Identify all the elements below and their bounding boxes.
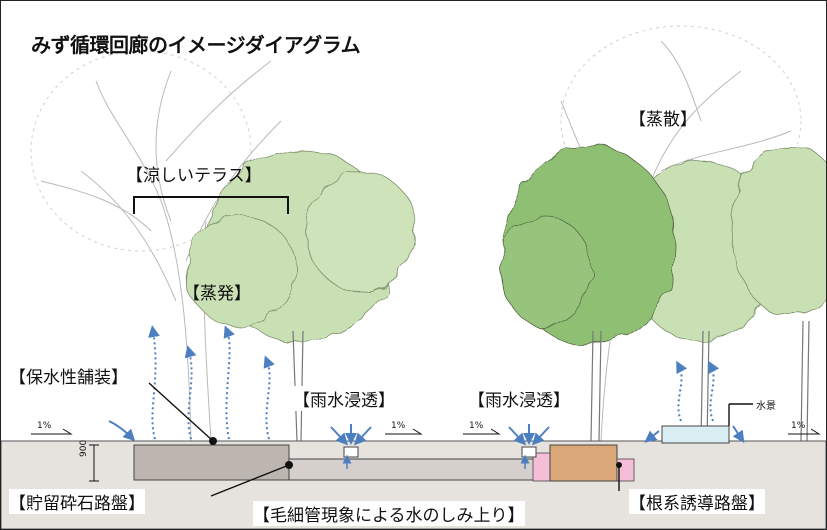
leader-lines bbox=[148, 382, 753, 497]
diagram-title: みず循環回廊のイメージダイアグラム bbox=[31, 33, 361, 57]
tree-canopy-left bbox=[185, 150, 417, 342]
root-guiding-base bbox=[549, 444, 618, 482]
terrace-bracket bbox=[133, 196, 289, 214]
tree-trunks-right bbox=[590, 320, 810, 442]
leader-dot-root bbox=[616, 462, 622, 468]
inlet-1 bbox=[343, 446, 359, 458]
label-cool-terrace: 【涼しいテラス】 bbox=[126, 166, 262, 186]
water-feature-basin bbox=[661, 425, 730, 444]
leader-dot-gravel bbox=[285, 461, 293, 469]
leader-dot-paving bbox=[209, 437, 217, 445]
label-root-guiding-base: 【根系誘導路盤】 bbox=[629, 489, 765, 514]
label-rain-infiltration-2: 【雨水浸透】 bbox=[468, 386, 570, 411]
slope-label-2: 1% bbox=[391, 421, 406, 431]
label-storage-gravel-base: 【貯留砕石路盤】 bbox=[9, 489, 145, 514]
capillary-arrows bbox=[342, 454, 530, 469]
dimension-line bbox=[89, 444, 99, 482]
slope-lines bbox=[31, 428, 821, 435]
dimension-label: 900 bbox=[79, 439, 89, 457]
label-transpiration: 【蒸散】 bbox=[629, 110, 697, 130]
slope-label-1: 1% bbox=[37, 421, 52, 431]
evaporation-arrows bbox=[148, 325, 720, 440]
label-water-feature: 水景 bbox=[756, 401, 776, 412]
slope-label-4: 1% bbox=[791, 421, 806, 431]
gravel-base-mid bbox=[288, 458, 535, 481]
gravel-base-left bbox=[133, 444, 290, 481]
label-rain-infiltration-1: 【雨水浸透】 bbox=[293, 386, 395, 411]
tree-canopy-right-dark bbox=[500, 145, 677, 347]
label-water-retentive-paving: 【保水性舗装】 bbox=[9, 363, 128, 388]
inlet-2 bbox=[521, 446, 537, 458]
label-capillary-rise: 【毛細管現象による水のしみ上り】 bbox=[253, 501, 525, 526]
infiltration-arrows bbox=[108, 420, 745, 446]
slope-label-3: 1% bbox=[469, 421, 484, 431]
label-evaporation: 【蒸発】 bbox=[183, 284, 251, 304]
